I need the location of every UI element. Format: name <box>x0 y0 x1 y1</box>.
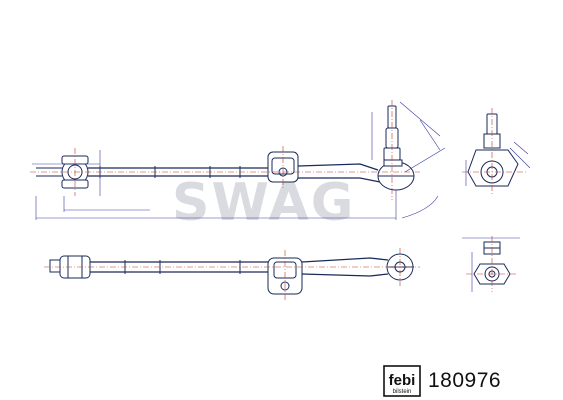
logo-main-text: febi <box>389 372 416 389</box>
febi-logo: febi bilstein <box>383 365 421 397</box>
watermark-text: SWAG <box>172 173 355 233</box>
tie-rod-top-view <box>30 100 446 220</box>
end-view-bottom <box>462 236 520 292</box>
logo-sub-text: bilstein <box>393 389 412 395</box>
tie-rod-bottom-view <box>44 248 420 300</box>
part-number: 180976 <box>428 369 502 392</box>
end-view-top <box>462 108 531 196</box>
